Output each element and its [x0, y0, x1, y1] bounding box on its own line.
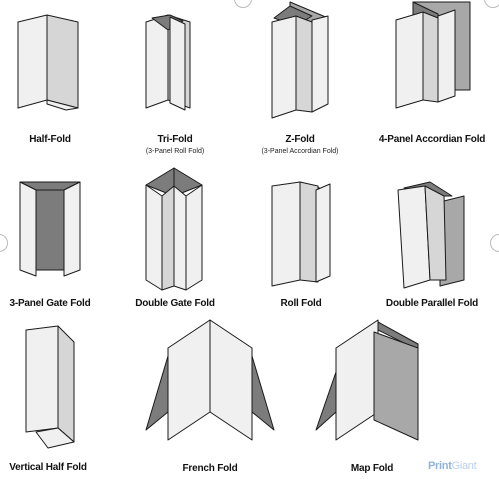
fold-sublabel: (3-Panel Roll Fold) — [145, 148, 205, 155]
fold-label: Tri-Fold — [157, 134, 193, 145]
fold-label: Map Fold — [350, 463, 394, 474]
fold-label: Half-Fold — [29, 134, 71, 145]
vertical-half-fold-icon — [25, 325, 75, 449]
tri-fold-icon — [145, 14, 191, 111]
fold-label: Z-Fold — [285, 134, 315, 145]
gate-fold-icon — [19, 181, 81, 277]
fold-sublabel: (3-Panel Accordian Fold) — [261, 148, 339, 155]
accordion-fold-icon — [395, 1, 471, 109]
fold-label: 3-Panel Gate Fold — [9, 298, 91, 309]
french-fold-icon — [145, 319, 275, 441]
z-fold-icon — [271, 1, 329, 119]
half-fold-icon — [17, 14, 79, 111]
fold-label: Double Parallel Fold — [385, 298, 479, 309]
roll-fold-icon — [271, 181, 331, 287]
fold-label: Double Gate Fold — [135, 298, 215, 309]
double-parallel-fold-icon — [397, 181, 465, 289]
double-gate-fold-icon — [145, 167, 203, 291]
fold-label: 4-Panel Accordian Fold — [378, 134, 486, 145]
fold-label: French Fold — [182, 463, 238, 474]
fold-label: Roll Fold — [280, 298, 322, 309]
map-fold-icon — [315, 319, 419, 441]
printgiant-watermark: PrintGiant — [428, 460, 477, 472]
fold-label: Vertical Half Fold — [9, 462, 87, 473]
